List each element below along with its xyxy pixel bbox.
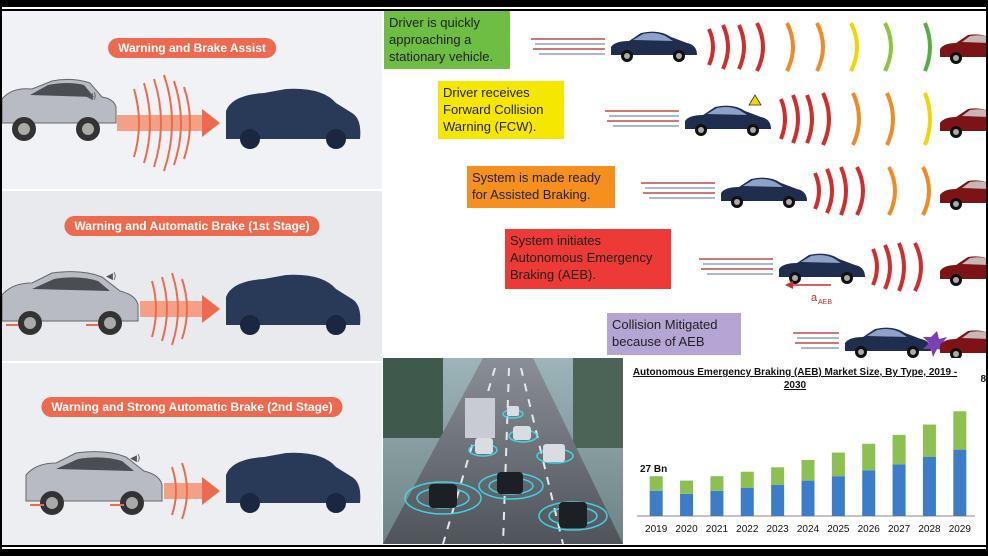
frame-inner-line-bottom: [0, 545, 988, 547]
aeb-deceleration-label: a: [811, 292, 818, 304]
bar-2019-segment-1: [649, 490, 663, 516]
row-collision-mitigated: [793, 327, 986, 358]
bar-2021-segment-1: [710, 490, 724, 516]
bar-2029-segment-2: [953, 411, 967, 450]
automatic-brake-1-illustration: ◀): [2, 271, 361, 346]
aeb-sequence-illustration: a AEB: [531, 22, 986, 358]
bar-2023-segment-1: [771, 485, 785, 516]
bar-2019-segment-2: [649, 476, 663, 491]
bar-2029-segment-1: [953, 449, 967, 516]
bar-2023-segment-2: [771, 467, 785, 486]
step-assisted-braking: System is made ready for Assisted Brakin…: [467, 166, 615, 208]
step-fcw: Driver receives Forward Collision Warnin…: [438, 81, 564, 139]
svg-text:◀): ◀): [130, 454, 140, 464]
x-tick-label-2020: 2020: [675, 524, 698, 535]
x-tick-label-2022: 2022: [736, 524, 759, 535]
x-tick-label-2021: 2021: [706, 524, 729, 535]
aeb-market-chart: Autonomous Emergency Braking (AEB) Marke…: [625, 358, 986, 544]
bar-2027-segment-1: [892, 464, 906, 516]
x-tick-label-2028: 2028: [918, 524, 941, 535]
x-tick-label-2025: 2025: [827, 524, 850, 535]
chart-corner-label: 8: [980, 374, 986, 385]
bar-2022-segment-1: [740, 487, 754, 516]
row-assisted-braking: [641, 166, 986, 216]
bar-2020-segment-1: [680, 493, 694, 516]
panel-title-brake-assist: Warning and Brake Assist: [108, 38, 276, 58]
svg-text:◀): ◀): [86, 92, 96, 102]
chart-title: Autonomous Emergency Braking (AEB) Marke…: [632, 367, 958, 391]
panel-title-automatic-brake-2: Warning and Strong Automatic Brake (2nd …: [41, 397, 343, 417]
bar-2027-segment-2: [892, 434, 906, 465]
bar-2026-segment-2: [862, 443, 876, 471]
automatic-brake-2-illustration: ◀): [25, 451, 361, 520]
highway-sensing-illustration: [383, 358, 623, 544]
row-fcw: [605, 92, 986, 146]
x-tick-label-2029: 2029: [949, 524, 972, 535]
row-aeb: a AEB: [699, 242, 986, 306]
svg-text:◀): ◀): [106, 272, 116, 282]
bar-2028-segment-1: [922, 457, 936, 516]
bar-2021-segment-2: [710, 476, 724, 491]
bar-2022-segment-2: [740, 471, 754, 488]
frame-inner-line-top: [0, 9, 988, 11]
bar-2028-segment-2: [922, 424, 936, 457]
step-aeb: System initiates Autonomous Emergency Br…: [505, 229, 671, 289]
chart-annotation-27bn: 27 Bn: [640, 464, 668, 475]
bar-2025-segment-2: [831, 452, 845, 477]
brake-assist-illustration: ◀): [2, 74, 361, 172]
x-tick-label-2027: 2027: [888, 524, 911, 535]
x-tick-label-2019: 2019: [645, 524, 668, 535]
bar-2025-segment-1: [831, 476, 845, 516]
panel-title-automatic-brake-1: Warning and Automatic Brake (1st Stage): [64, 216, 320, 236]
bar-2026-segment-1: [862, 470, 876, 516]
highway-photo: [383, 358, 623, 544]
panel-brake-assist: ◀) Warning and Brake Assist: [2, 11, 382, 189]
bar-2024-segment-1: [801, 480, 815, 516]
panel-automatic-brake-1: ◀) Warning and Automatic Brake (1st Stag…: [2, 191, 382, 361]
bar-2024-segment-2: [801, 459, 815, 481]
aeb-deceleration-subscript: AEB: [818, 299, 832, 306]
row-approaching: [531, 22, 986, 72]
step-approaching: Driver is quickly approaching a stationa…: [384, 11, 510, 69]
bar-2020-segment-2: [680, 480, 694, 494]
chart-plot-area: 2019 2020 2021 2022 2023 2024 2025 2026 2027 2028…: [637, 411, 975, 535]
x-tick-label-2023: 2023: [767, 524, 790, 535]
step-collision-mitigated: Collision Mitigated because of AEB: [607, 313, 741, 355]
panel-automatic-brake-2: ◀) Warning and Strong Automatic Brake (2…: [2, 363, 382, 545]
x-tick-label-2026: 2026: [858, 524, 881, 535]
x-tick-label-2024: 2024: [797, 524, 820, 535]
